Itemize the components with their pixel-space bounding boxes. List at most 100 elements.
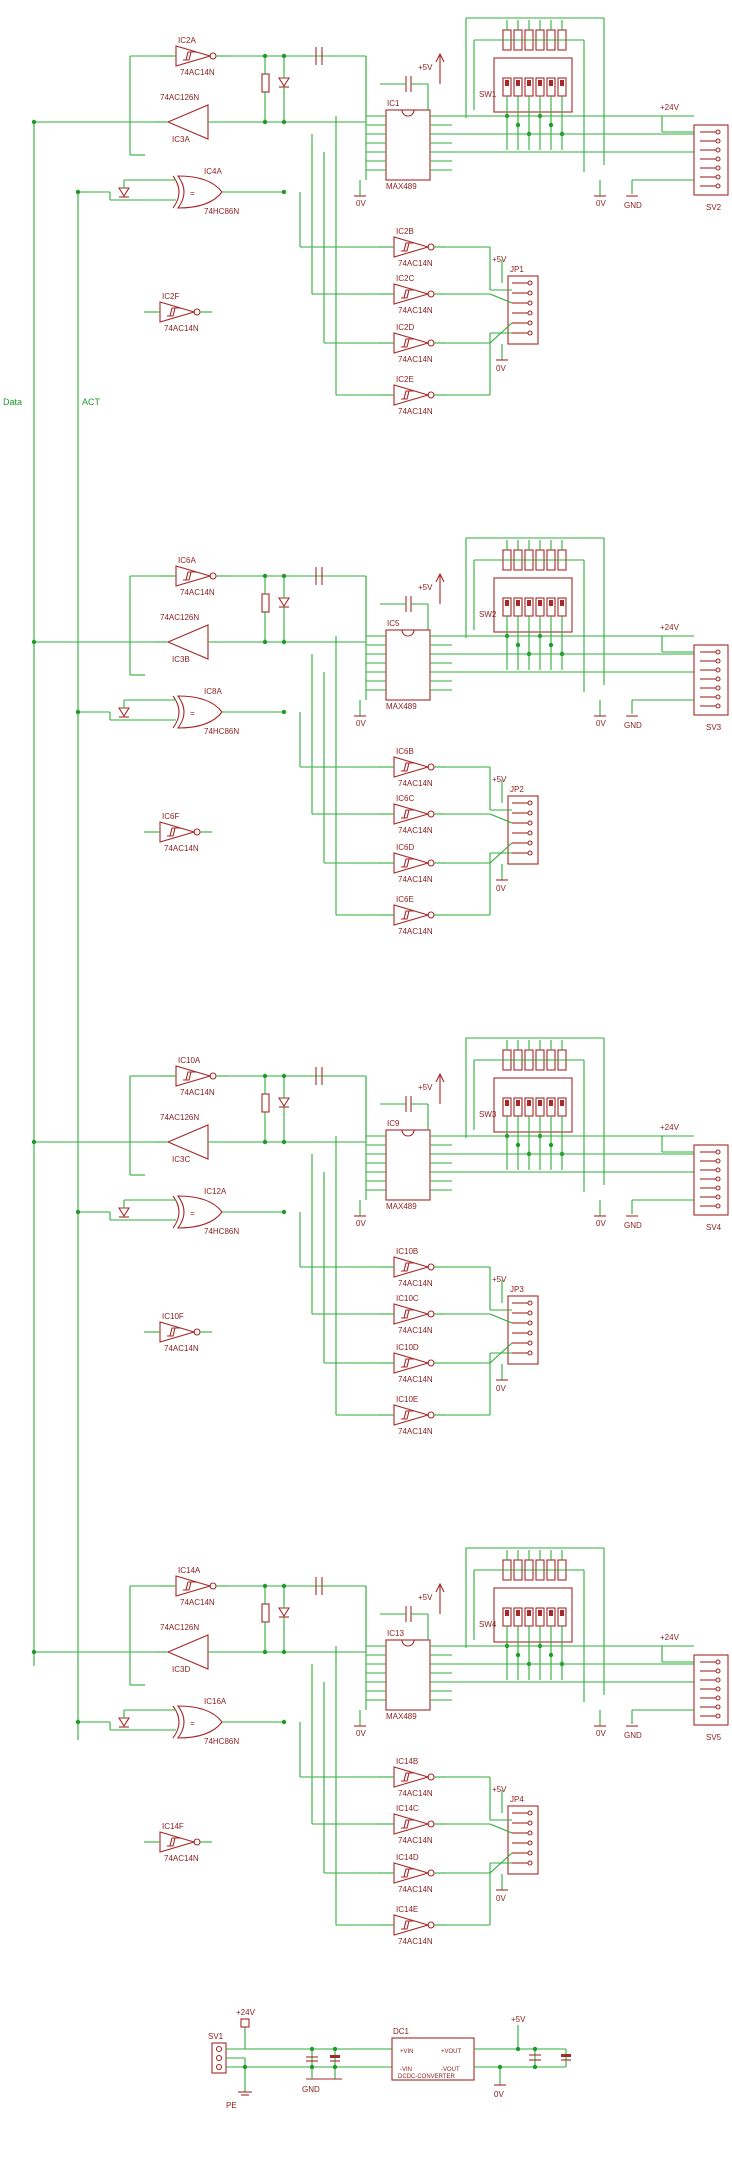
chain-inverter-1-2: IC2C — [396, 274, 414, 283]
vcc-label-jp-2: +5V — [492, 775, 507, 784]
input-inverter-3-part: 74AC14N — [180, 1088, 215, 1097]
bus-connector: SV4 — [693, 1144, 729, 1232]
chain-inverter-4-4-part: 74AC14N — [398, 1937, 433, 1946]
chain-inverter-2-2: IC6C — [396, 794, 414, 803]
vcc-label-ic-4: +5V — [418, 1593, 433, 1602]
vcc-label-jp-3: +5V — [492, 1275, 507, 1284]
power-supply: SV1 PE +24V GND DC1 +VIN -VIN +VOUT — [208, 2008, 571, 2110]
vcc24-label-1: +24V — [660, 103, 680, 112]
xor-gate-part-1: 74HC86N — [204, 207, 239, 216]
net-label-data: Data — [3, 397, 22, 407]
jumper-header: JP4 — [507, 1795, 539, 1875]
input-inverter-2: IC6A — [178, 556, 196, 565]
svg-text:=: = — [190, 189, 195, 198]
zero-label-jp-4: 0V — [496, 1894, 506, 1903]
vcc-label-ic-2: +5V — [418, 583, 433, 592]
bus-connector: SV2 — [693, 124, 729, 212]
dip-switch: SW4 — [479, 1559, 573, 1643]
dip-switch: SW3 — [479, 1049, 573, 1133]
chain-inverter-4-3: IC14D — [396, 1853, 419, 1862]
inverter-gate: IC10A 74AC14N — [160, 1056, 228, 1097]
xor-gate-4: IC16A — [204, 1697, 227, 1706]
jumper-header: JP2 — [507, 785, 539, 865]
net-label-act: ACT — [82, 397, 101, 407]
chain-inverter-2-3: IC6D — [396, 843, 414, 852]
inverter-gate: IC6F 74AC14N — [144, 812, 212, 853]
rs485-part-4: MAX489 — [386, 1712, 417, 1721]
dcdc-vout-pos: +VOUT — [441, 2049, 462, 2055]
input-inverter-2-part: 74AC14N — [180, 588, 215, 597]
dip-switch: SW2 — [479, 549, 573, 633]
chain-inverter-3-3: IC10D — [396, 1343, 419, 1352]
zero-label-conn-1: 0V — [596, 199, 606, 208]
output-buffer-4-part: 74AC126N — [160, 1623, 199, 1632]
jumper-header-2: JP2 — [510, 785, 524, 794]
output-buffer-2: IC3B — [172, 655, 190, 664]
output-buffer-4: IC3D — [172, 1665, 190, 1674]
vcc-label-jp-1: +5V — [492, 255, 507, 264]
power-connector: SV1 — [208, 2032, 227, 2074]
inverter-gate: IC6D 74AC14N — [378, 843, 446, 884]
bus-connector-1: SV2 — [706, 203, 722, 212]
vcc24-label-2: +24V — [660, 623, 680, 632]
spare-inverter-2-part: 74AC14N — [164, 844, 199, 853]
spare-inverter-1: IC2F — [162, 292, 179, 301]
zero-label-conn-3: 0V — [596, 1219, 606, 1228]
channel-1: IC2A74AC14N74AC126NIC3A=IC4A74HC86NIC1MA… — [31, 17, 729, 416]
zero-label-ic-4: 0V — [356, 1729, 366, 1738]
svg-text:=: = — [190, 1209, 195, 1218]
dip-switch-4: SW4 — [479, 1620, 497, 1629]
chain-inverter-1-1: IC2B — [396, 227, 414, 236]
output-buffer-3-part: 74AC126N — [160, 1113, 199, 1122]
chain-inverter-3-2: IC10C — [396, 1294, 419, 1303]
jumper-header: JP3 — [507, 1285, 539, 1365]
spare-inverter-4-part: 74AC14N — [164, 1854, 199, 1863]
pe-label: PE — [226, 2101, 237, 2110]
channel-4: IC14A74AC14N74AC126NIC3D=IC16A74HC86NIC1… — [31, 1547, 729, 1946]
vcc-label-ic-3: +5V — [418, 1083, 433, 1092]
vcc-label-power: +5V — [511, 2015, 526, 2024]
xor-gate-part-3: 74HC86N — [204, 1227, 239, 1236]
zero-label-ic-3: 0V — [356, 1219, 366, 1228]
rs485-label-1: IC1 — [387, 99, 400, 108]
chain-inverter-2-3-part: 74AC14N — [398, 875, 433, 884]
dcdc-vin-pos: +VIN — [400, 2049, 414, 2055]
input-inverter-4-part: 74AC14N — [180, 1598, 215, 1607]
input-inverter-4: IC14A — [178, 1566, 201, 1575]
zero-label-jp-2: 0V — [496, 884, 506, 893]
zero-label-power: 0V — [494, 2090, 504, 2099]
channel-3: IC10A74AC14N74AC126NIC3C=IC12A74HC86NIC9… — [31, 1037, 729, 1436]
bus-connector: SV3 — [693, 644, 729, 732]
rs485-label-2: IC5 — [387, 619, 400, 628]
bus-connector: SV5 — [693, 1654, 729, 1742]
rs485-part-2: MAX489 — [386, 702, 417, 711]
power-connector-label: SV1 — [208, 2032, 224, 2041]
input-inverter-3: IC10A — [178, 1056, 201, 1065]
spare-inverter-2: IC6F — [162, 812, 179, 821]
vcc24-label-4: +24V — [660, 1633, 680, 1642]
spare-inverter-3-part: 74AC14N — [164, 1344, 199, 1353]
chain-inverter-1-2-part: 74AC14N — [398, 306, 433, 315]
chain-inverter-4-2: IC14C — [396, 1804, 419, 1813]
